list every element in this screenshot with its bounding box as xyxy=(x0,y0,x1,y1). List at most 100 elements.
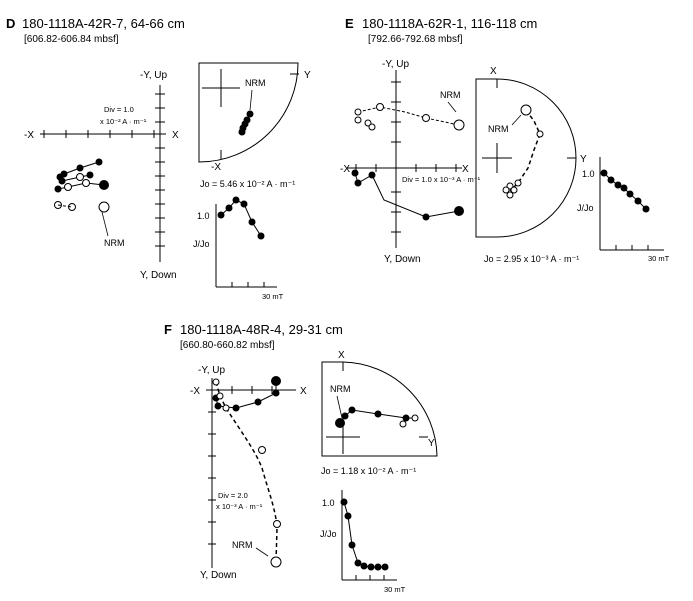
zijderveld-plot xyxy=(206,378,296,568)
data-point-filled xyxy=(271,376,281,386)
demag-ytick: 1.0 xyxy=(582,169,595,179)
axis-label-down: Y, Down xyxy=(200,570,237,581)
scale-note-unit: x 10⁻² A · m⁻¹ xyxy=(100,117,147,126)
data-point-filled xyxy=(374,563,382,571)
scale-note-unit: x 10⁻³ A · m⁻¹ xyxy=(216,502,263,511)
data-point-filled xyxy=(626,190,634,198)
panel-letter: F xyxy=(164,322,172,337)
data-point-filled xyxy=(76,164,84,172)
axis-label-down: Y, Down xyxy=(140,270,177,281)
panel-e: E 180-1118A-62R-1, 116-118 cm [792.66-79… xyxy=(340,16,670,265)
scale-note: Div = 1.0 x 10⁻³ A · m⁻¹ xyxy=(402,175,481,184)
scale-note: Div = 2.0 xyxy=(218,491,248,500)
axis-label-left: -X xyxy=(190,386,200,397)
stereo-label-x: X xyxy=(338,350,345,361)
horizontal-projection-line xyxy=(57,182,105,190)
data-point-filled xyxy=(367,563,375,571)
data-point-filled xyxy=(54,185,62,193)
nrm-label: NRM xyxy=(245,78,266,88)
data-point-filled xyxy=(335,418,345,428)
vertical-projection-line xyxy=(57,204,73,208)
demag-ytick: 1.0 xyxy=(197,211,210,221)
data-point-open xyxy=(422,114,430,122)
stereo-label-y: Y xyxy=(304,70,311,81)
data-point-filled xyxy=(607,176,615,184)
data-point-open xyxy=(399,420,407,428)
axis-label-right: X xyxy=(172,130,179,141)
vertical-projection-line xyxy=(215,381,278,563)
axis-label-down: Y, Down xyxy=(384,254,421,265)
jo-value: Jo = 2.95 x 10⁻³ A · m⁻¹ xyxy=(484,254,579,264)
data-point-open xyxy=(536,130,544,138)
nrm-label: NRM xyxy=(232,540,253,550)
demag-ytick: 1.0 xyxy=(322,498,335,508)
data-point-filled xyxy=(348,541,356,549)
data-point-filled xyxy=(232,196,240,204)
nrm-label: NRM xyxy=(488,124,509,134)
data-point-open xyxy=(273,520,281,528)
panel-depth: [792.66-792.68 mbsf] xyxy=(368,34,463,45)
jo-value: Jo = 1.18 x 10⁻² A · m⁻¹ xyxy=(321,466,416,476)
data-point-open xyxy=(354,116,362,124)
jo-value: Jo = 5.46 x 10⁻² A · m⁻¹ xyxy=(200,179,295,189)
data-point-filled xyxy=(634,197,642,205)
axis-label-up: -Y, Up xyxy=(382,59,409,70)
stereo-label-y: Y xyxy=(428,438,435,449)
data-point-filled xyxy=(95,158,103,166)
data-point-filled xyxy=(351,169,359,177)
nrm-leader xyxy=(336,395,343,419)
demag-ylabel: J/Jo xyxy=(320,529,337,539)
data-point-filled xyxy=(217,211,225,219)
axis-label-right: X xyxy=(462,164,469,175)
data-point-open xyxy=(520,104,532,116)
axis-label-left: -X xyxy=(24,130,34,141)
data-point-filled xyxy=(340,498,348,506)
nrm-leader xyxy=(101,211,109,237)
vertical-projection-line xyxy=(357,106,460,126)
data-point-filled xyxy=(354,179,362,187)
data-point-open xyxy=(222,404,230,412)
data-point-open xyxy=(368,123,376,131)
data-point-filled xyxy=(254,398,262,406)
panel-letter: E xyxy=(345,16,354,31)
nrm-leader xyxy=(255,547,269,557)
data-point-open xyxy=(64,183,72,191)
panel-title: 180-1118A-48R-4, 29-31 cm xyxy=(180,322,343,337)
data-point-open xyxy=(411,414,419,422)
data-point-filled xyxy=(272,389,280,397)
nrm-leader xyxy=(511,114,522,126)
data-point-open xyxy=(376,103,384,111)
demag-xlabel: 30 mT xyxy=(262,292,284,301)
demag-plot xyxy=(599,157,664,251)
data-point-filled xyxy=(240,200,248,208)
panel-title: 180-1118A-42R-7, 64-66 cm xyxy=(22,16,185,31)
data-point-filled xyxy=(214,402,222,410)
data-point-filled xyxy=(58,177,66,185)
data-point-open xyxy=(258,446,266,454)
stereo-label-minus-x: -X xyxy=(211,162,221,173)
panel-depth: [660.80-660.82 mbsf] xyxy=(180,340,275,351)
data-point-open xyxy=(506,182,514,190)
stereo-label-x: X xyxy=(490,66,497,77)
demag-plot xyxy=(215,199,277,288)
nrm-label: NRM xyxy=(440,90,461,100)
stereonet xyxy=(198,62,299,163)
panel-title: 180-1118A-62R-1, 116-118 cm xyxy=(362,16,537,31)
data-point-filled xyxy=(232,404,240,412)
data-point-open xyxy=(212,378,220,386)
data-point-filled xyxy=(368,171,376,179)
data-point-open xyxy=(364,119,372,127)
stereonet xyxy=(321,361,438,457)
data-point-filled xyxy=(344,512,352,520)
data-point-open xyxy=(82,179,90,187)
data-point-filled xyxy=(225,204,233,212)
scale-note: Div = 1.0 xyxy=(104,105,134,114)
data-point-open xyxy=(354,108,362,116)
data-point-filled xyxy=(600,169,608,177)
data-point-filled xyxy=(348,406,356,414)
data-point-open xyxy=(510,186,518,194)
panel-f: F 180-1118A-48R-4, 29-31 cm [660.80-660.… xyxy=(164,322,438,594)
stereo-path xyxy=(509,109,541,192)
data-point-filled xyxy=(454,206,464,216)
